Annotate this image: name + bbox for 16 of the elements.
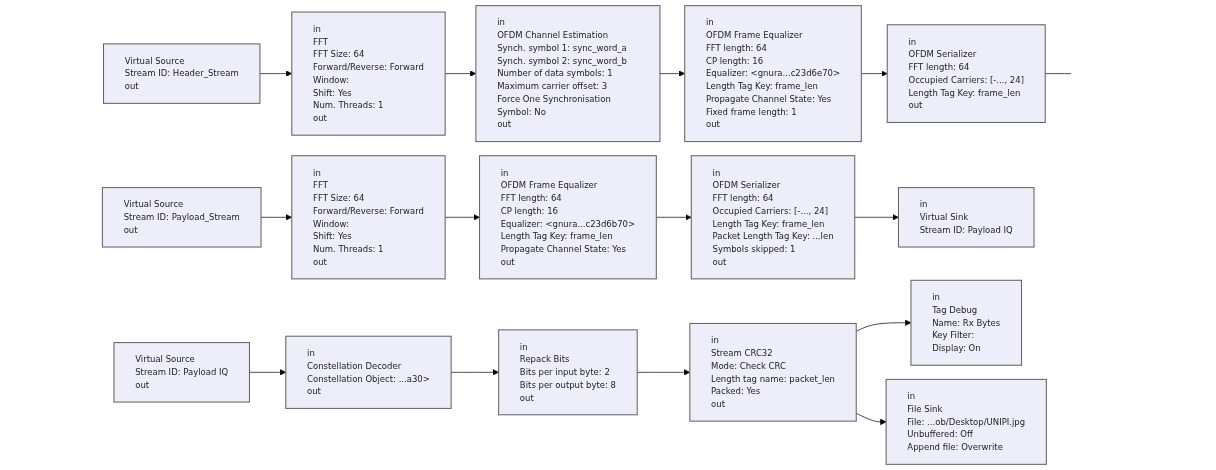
node-box: Virtual Source Stream ID: Header_Stream out — [103, 43, 261, 104]
node-box: in Constellation Decoder Constellation Object: ...a30> out — [285, 335, 452, 409]
node-box: Virtual Source Stream ID: Payload IQ out — [113, 342, 250, 403]
node-box: Virtual Source Stream ID: Payload_Stream out — [101, 187, 262, 248]
node-box: in OFDM Frame Equalizer FFT length: 64 CP length: 16 Equalizer: <gnura...c23d6e70> Length Tag Key: frame_len Propagate Channel State: Yes Fixed frame length: 1 out — [684, 5, 862, 143]
node-box: in Tag Debug Name: Rx Bytes Key Filter: Display: On — [910, 279, 1023, 366]
node-box: in FFT FFT Size: 64 Forward/Reverse: Forward Window: Shift: Yes Num. Threads: 1 out — [291, 11, 446, 136]
node-box: in OFDM Serializer FFT length: 64 Occupied Carriers: [-..., 24] Length Tag Key: frame_len out — [886, 24, 1046, 123]
node-box: in File Sink File: ...ob/Desktop/UNIPI.jpg Unbuffered: Off Append file: Overwrite — [885, 378, 1047, 465]
node-box: in FFT FFT Size: 64 Forward/Reverse: Forward Window: Shift: Yes Num. Threads: 1 out — [291, 155, 446, 280]
node-box: in OFDM Serializer FFT length: 64 Occupied Carriers: [-..., 24] Length Tag Key: frame_len Packet Length Tag Key: ...len Symbols skipped: 1 out — [690, 155, 856, 280]
node-box: in Stream CRC32 Mode: Check CRC Length tag name: packet_len Packed: Yes out — [689, 322, 857, 422]
node-box: in Virtual Sink Stream ID: Payload IQ — [897, 187, 1035, 248]
node-box: in OFDM Channel Estimation Synch. symbol 1: sync_word_a Synch. symbol 2: sync_word_b Number of data symbols: 1 Maximum carrier offset: 3 Force One Synchronisation Symbol: No out — [475, 5, 661, 143]
node-box: in OFDM Frame Equalizer FFT length: 64 CP length: 16 Equalizer: <gnura...c23d6b70> Length Tag Key: frame_len Propagate Channel State: Yes out — [479, 155, 657, 280]
node-box: in Repack Bits Bits per input byte: 2 Bits per output byte: 8 out — [498, 329, 638, 416]
